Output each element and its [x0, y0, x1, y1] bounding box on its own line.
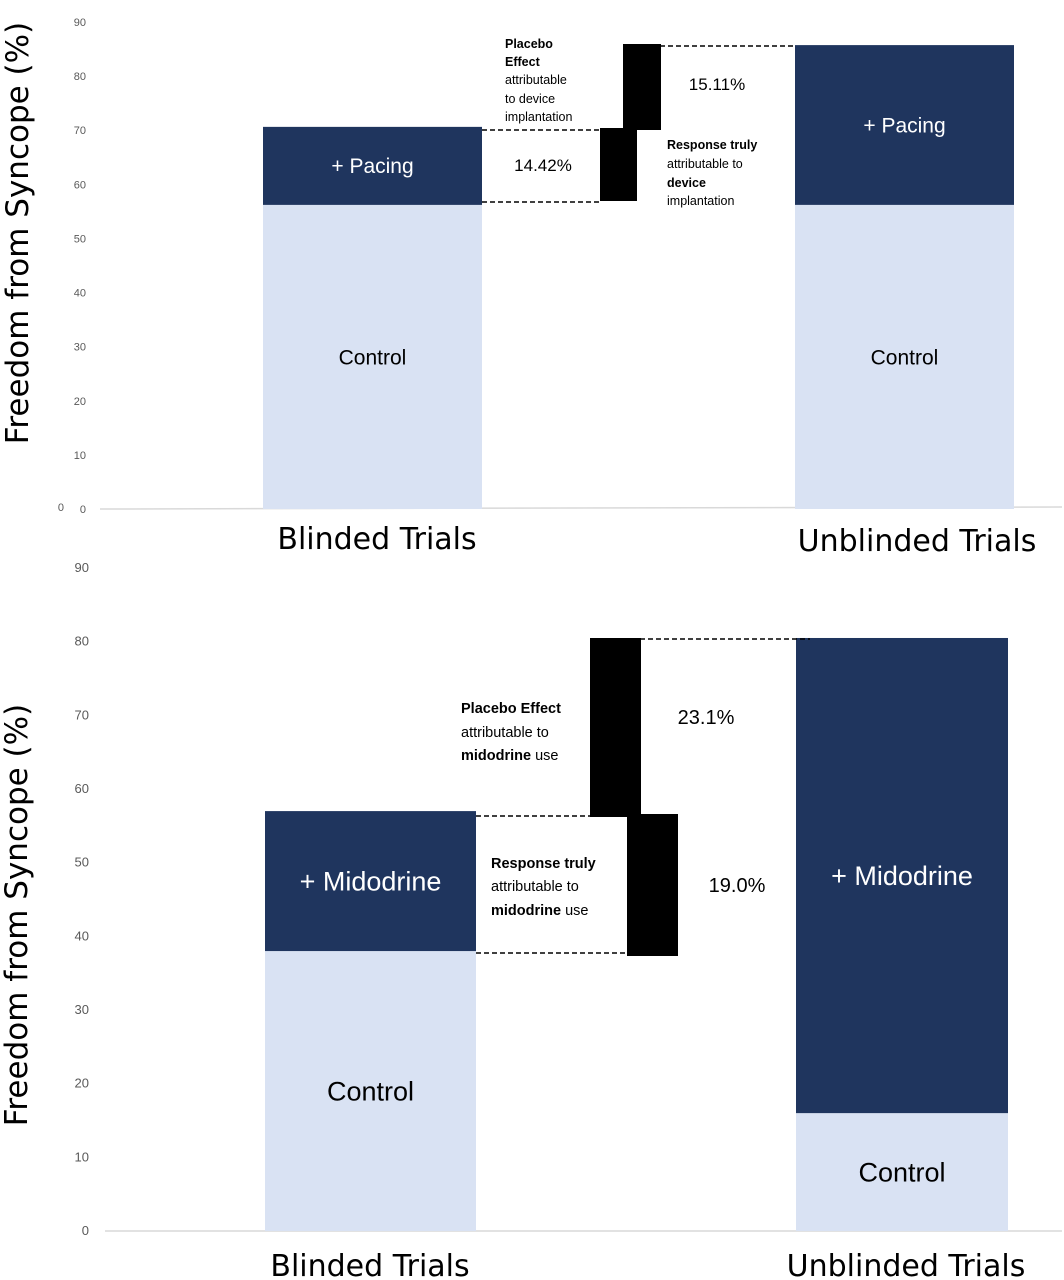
y-tick-label: 0 — [80, 504, 86, 516]
truly-attributable-note: Response truly attributable to device im… — [667, 138, 761, 208]
bar-segment-label: + Pacing — [331, 155, 413, 178]
bracket-placebo-bar — [590, 638, 641, 817]
bracket-label: 15.11% — [689, 75, 745, 94]
y-tick-label: 0 — [82, 1223, 89, 1238]
bar-segment-treatment — [263, 126, 482, 205]
y-tick-label: 40 — [75, 928, 89, 943]
bracket-label: 14.42% — [514, 156, 572, 175]
y-tick-label: 70 — [74, 125, 86, 137]
y-axis-title-1: Freedom from Syncope (%) — [0, 22, 36, 444]
truly-attributable-note: Response truly attributable to midodrine… — [491, 856, 600, 919]
bar-segment-label: + Midodrine — [831, 861, 973, 891]
annotations-1: 14.42% 15.11% Placebo Effect attributabl… — [482, 37, 795, 208]
y-tick-label: 90 — [75, 560, 89, 575]
y-tick-label: 20 — [74, 396, 86, 408]
x-tick-label: Blinded Trials — [270, 1249, 469, 1280]
y-tick-label: 20 — [75, 1076, 89, 1091]
x-tick-label: Unblinded Trials — [787, 1249, 1026, 1280]
bracket-label: 19.0% — [709, 875, 766, 897]
y-tick-label: 70 — [75, 707, 89, 722]
bar-segment-treatment — [265, 811, 476, 952]
bar-segment-control — [795, 204, 1014, 509]
y-tick-label: 80 — [75, 634, 89, 649]
y-tick-label: 10 — [74, 450, 86, 462]
bar-segment-label: Control — [327, 1076, 414, 1106]
y-axis-2: 0 10 20 30 40 50 60 70 80 90 — [75, 560, 89, 1238]
annotations-2: 23.1% 19.0% Placebo Effect attributable … — [461, 638, 810, 956]
bar-segment-control — [265, 951, 476, 1231]
bar-segment-label: Control — [871, 346, 939, 369]
y-tick-label: 30 — [75, 1002, 89, 1017]
y-tick-label: 50 — [74, 233, 86, 245]
y-tick-label: 50 — [75, 855, 89, 870]
y-tick-label: 60 — [75, 781, 89, 796]
bracket-placebo-bar — [623, 44, 661, 130]
chart-panel-1: 0 10 20 30 40 50 60 70 80 90 Freedom from Syncope… — [0, 17, 1063, 559]
x-tick-label: Blinded Trials — [277, 522, 476, 557]
bar-segment-control — [263, 204, 482, 509]
y-tick-label: 90 — [74, 17, 86, 29]
bar-segment-label: Control — [858, 1158, 945, 1188]
placebo-effect-note: Placebo Effect attributable to midodrine… — [461, 701, 565, 764]
x-tick-label: Unblinded Trials — [798, 524, 1037, 559]
bracket-truly-attributable-bar — [627, 814, 678, 956]
bar-segment-treatment — [796, 637, 1008, 1114]
chart-panel-2: 0 10 20 30 40 50 60 70 80 90 Freedom from Syncope… — [0, 560, 1062, 1280]
bar-segment-label: + Pacing — [863, 114, 945, 137]
y-tick-label: 80 — [74, 71, 86, 83]
bar-segment-label: + Midodrine — [300, 867, 442, 897]
y-axis-1: 0 10 20 30 40 50 60 70 80 90 — [74, 17, 86, 516]
y-tick-label: 30 — [74, 342, 86, 354]
y-axis-title-2: Freedom from Syncope (%) — [0, 704, 35, 1126]
y-extra-zero-label: 0 — [58, 502, 64, 514]
bar-segment-treatment — [795, 45, 1014, 205]
bar-segment-control — [796, 1113, 1008, 1231]
y-tick-label: 40 — [74, 288, 86, 300]
y-tick-label: 60 — [74, 179, 86, 191]
bar-segment-label: Control — [339, 346, 407, 369]
bracket-truly-attributable-bar — [600, 128, 637, 201]
y-tick-label: 10 — [75, 1149, 89, 1164]
placebo-effect-note: Placebo Effect attributable to device im… — [505, 37, 572, 124]
bracket-label: 23.1% — [678, 707, 735, 729]
